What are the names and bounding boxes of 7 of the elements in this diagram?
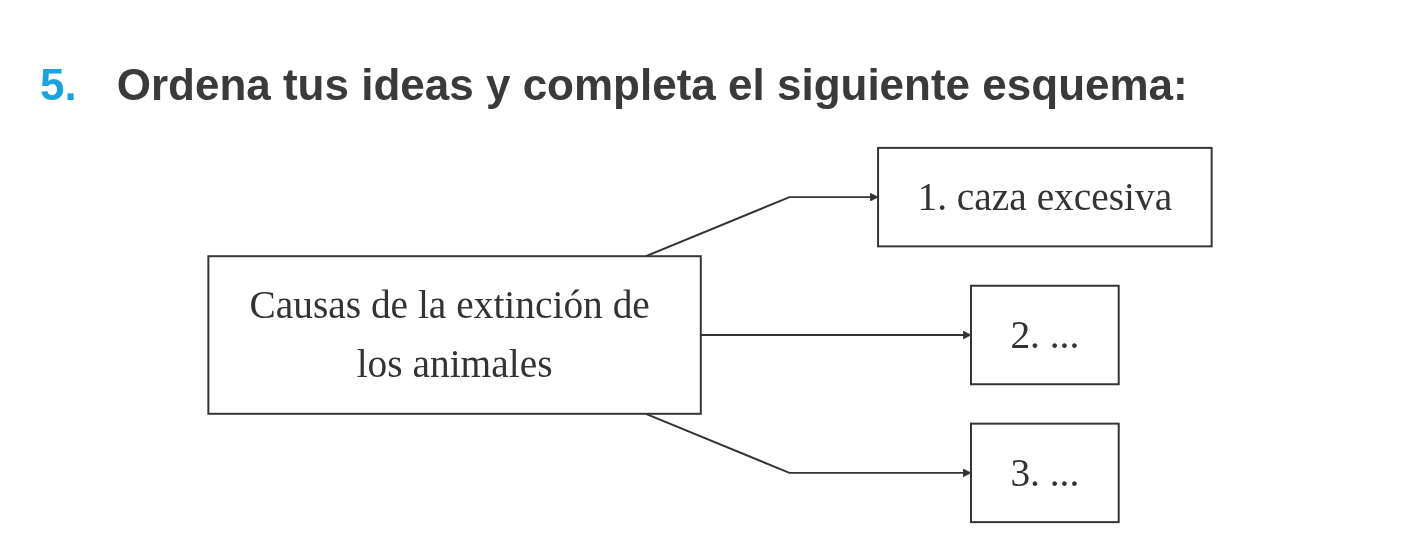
node-box: Causas de la extinción de los animales bbox=[207, 255, 702, 415]
node-box: 3. ... bbox=[970, 422, 1120, 524]
arrow bbox=[644, 192, 879, 258]
title: Ordena tus ideas y completa el siguiente esquema: bbox=[116, 60, 1188, 110]
node-box: 2. ... bbox=[970, 284, 1120, 386]
node-box: 1. caza excesiva bbox=[877, 146, 1213, 248]
task-number: 5. bbox=[40, 60, 77, 109]
